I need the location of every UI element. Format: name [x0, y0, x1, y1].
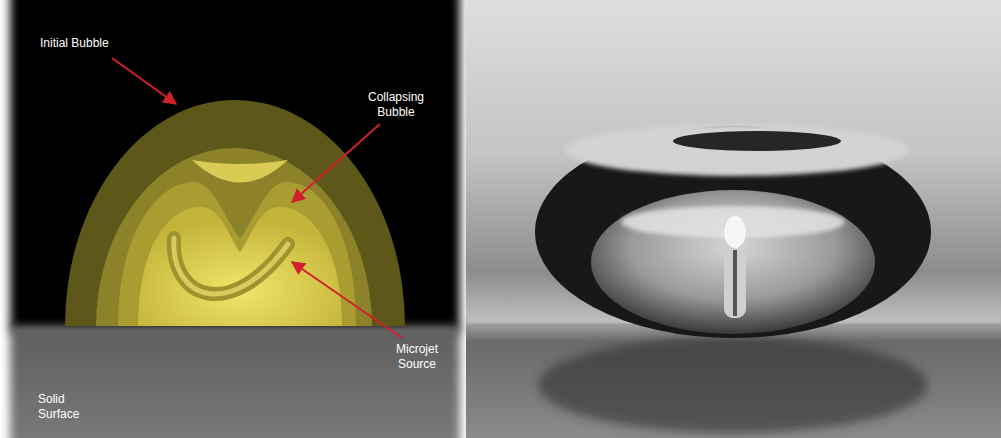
leader-arrow [292, 124, 380, 202]
callout-label: Collapsing Bubble [360, 90, 432, 120]
callout-label: Solid Surface [38, 392, 90, 422]
bubble-core [138, 207, 342, 326]
microjet-tip [724, 216, 746, 248]
collapsing-bubble [96, 148, 372, 326]
microjet-tube [174, 238, 288, 294]
collapsing-bubble-inner [118, 182, 356, 326]
bubble-interior [591, 190, 875, 334]
bubble-reflection [538, 337, 928, 433]
dark-ground [10, 0, 460, 332]
bubble-top [565, 124, 909, 176]
solid-surface [10, 326, 460, 438]
callout-label: Initial Bubble [40, 36, 109, 51]
bubble-hole [673, 131, 841, 151]
initial-bubble [65, 100, 405, 326]
microjet-highlight [174, 238, 288, 294]
leader-arrow [112, 58, 176, 104]
photo-ground [466, 0, 1001, 438]
bubble-lens [192, 160, 288, 183]
callout-label: Microjet Source [386, 342, 448, 372]
microjet-shadow [733, 250, 737, 316]
leader-arrow [292, 262, 402, 338]
